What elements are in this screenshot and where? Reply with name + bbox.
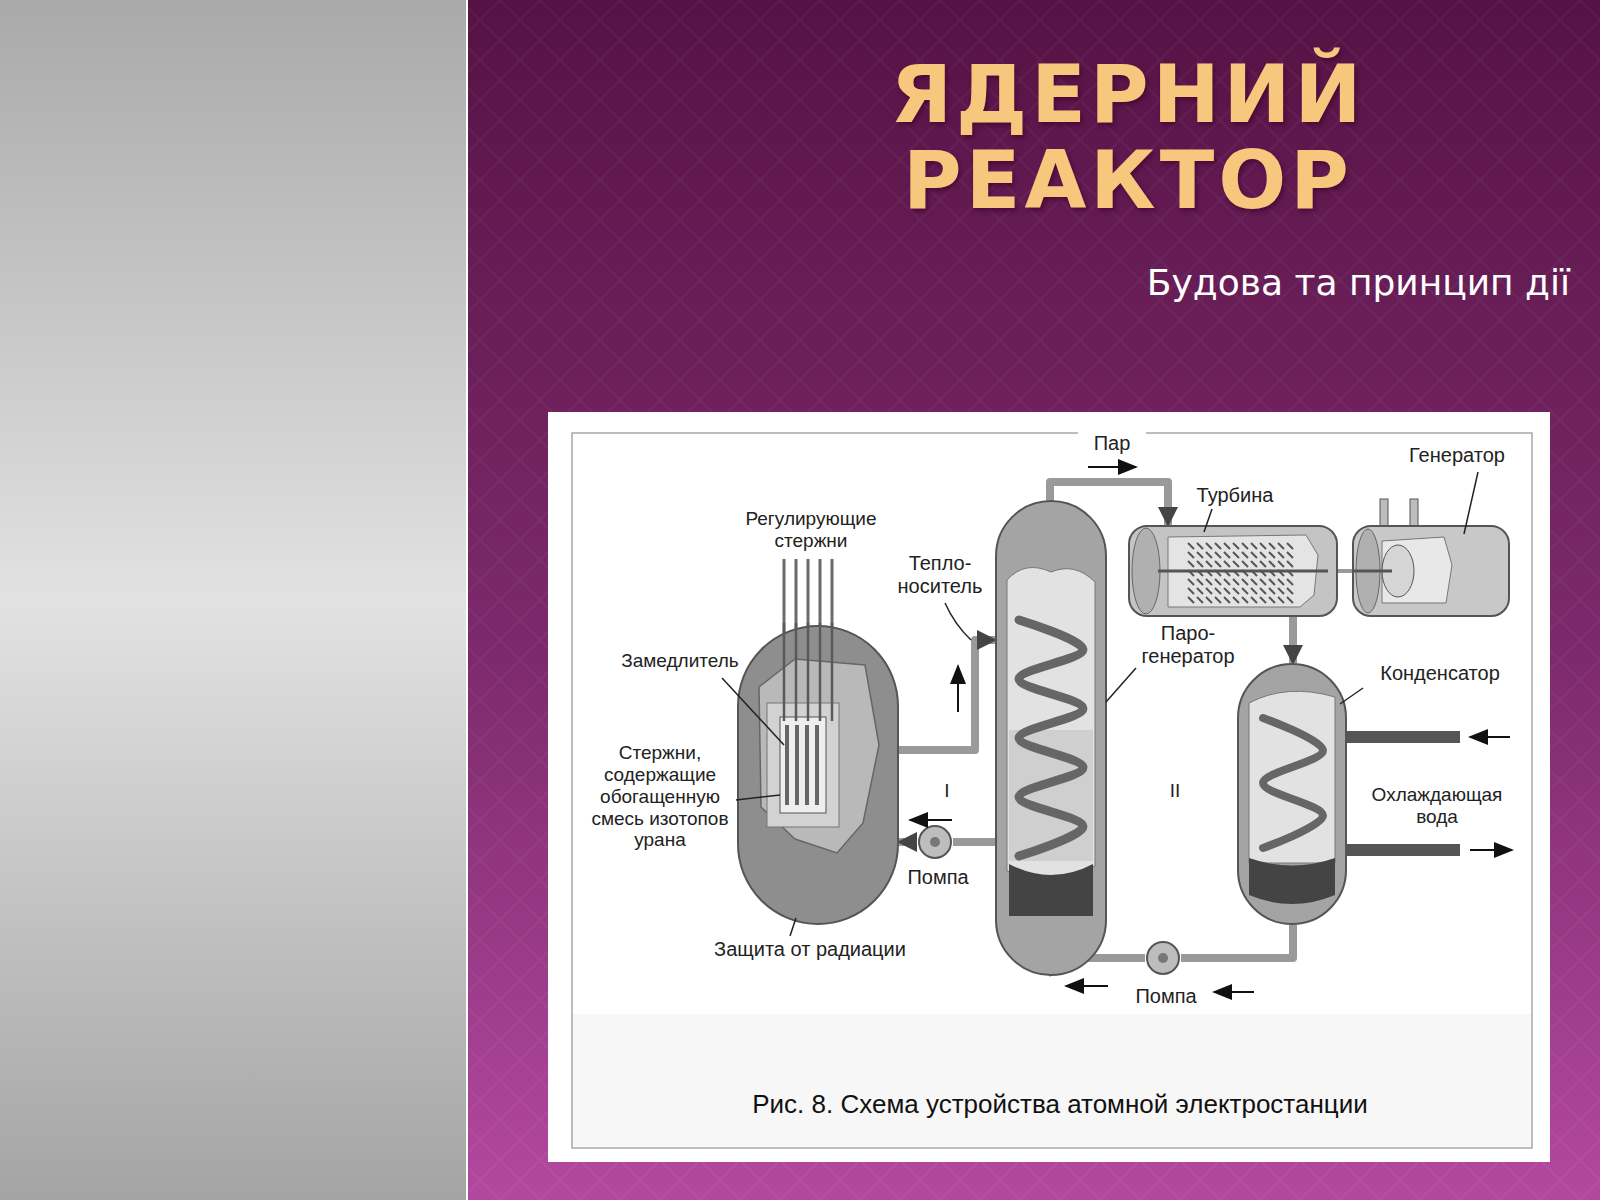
component-label: Помпа <box>1123 985 1209 1008</box>
part-label: Охлаждающая вода <box>1357 784 1517 828</box>
component-pump: Помпа <box>917 825 953 859</box>
component-turbine: Турбина <box>1128 525 1338 617</box>
flow-label: Пар <box>1078 432 1146 455</box>
flow-arrow <box>1088 466 1136 468</box>
slide-title: ЯДЕРНИЙ РЕАКТОР <box>868 52 1388 225</box>
part-label: Регулирующие стержни <box>726 508 896 552</box>
component-pump: Помпа <box>1145 941 1181 975</box>
component-label: Генератор <box>1392 444 1522 467</box>
purple-panel <box>467 0 1600 1200</box>
part-label: II <box>1160 780 1190 802</box>
leader-line <box>1340 688 1363 704</box>
shaft <box>1338 569 1352 573</box>
flow-arrow <box>1470 736 1510 738</box>
component-outline <box>995 500 1107 976</box>
flow-arrow <box>1066 985 1108 987</box>
component-outline <box>1145 941 1181 975</box>
component-outline <box>1237 663 1347 925</box>
subtitle: Будова та принцип дії <box>1000 262 1570 303</box>
component-label: Защита от радиации <box>680 938 940 961</box>
part-label: Замедлитель <box>610 650 750 672</box>
pipe <box>899 640 995 750</box>
figure-area <box>573 434 1531 1014</box>
figure-caption: Рис. 8. Схема устройства атомной электро… <box>590 1090 1530 1120</box>
component-reactor: Защита от радиации <box>737 625 899 925</box>
component-label: Паро- генератор <box>1126 622 1250 668</box>
flow-arrow <box>957 666 959 712</box>
pipe <box>1289 617 1297 663</box>
flow-arrow <box>910 819 952 821</box>
flow-label: Тепло- носитель <box>886 552 994 598</box>
divider <box>466 0 468 1200</box>
leader-line <box>945 603 971 640</box>
component-outline <box>1128 525 1338 617</box>
component-outline <box>737 625 899 925</box>
cooling-pipe <box>1345 844 1460 856</box>
figure-frame <box>572 433 1532 1148</box>
leader-line <box>1106 668 1136 702</box>
grey-panel <box>0 0 467 1200</box>
pipe <box>1181 925 1293 958</box>
leader-line <box>1204 509 1212 532</box>
pipe <box>899 838 917 846</box>
panel-texture <box>467 0 1600 1200</box>
flow-arrow <box>1470 849 1512 851</box>
leader-line <box>736 795 780 800</box>
component-cond: Конденсатор <box>1237 663 1347 925</box>
pipe <box>953 838 995 846</box>
component-outline <box>1352 525 1510 617</box>
component-steam: Паро- генератор <box>995 500 1107 976</box>
figure-box <box>548 412 1550 1162</box>
flow-arrow <box>1214 991 1254 993</box>
leader-line <box>722 678 784 745</box>
cooling-pipe <box>1345 731 1460 743</box>
leader-line <box>790 918 796 936</box>
part-label: I <box>936 780 958 802</box>
component-gen: Генератор <box>1352 525 1510 617</box>
component-label: Турбина <box>1180 484 1290 507</box>
component-label: Конденсатор <box>1360 662 1520 685</box>
component-outline <box>917 825 953 859</box>
part-label: Стержни, содержащие обогащенную смесь из… <box>584 742 736 851</box>
leader-line <box>1464 472 1478 534</box>
component-label: Помпа <box>895 866 981 889</box>
